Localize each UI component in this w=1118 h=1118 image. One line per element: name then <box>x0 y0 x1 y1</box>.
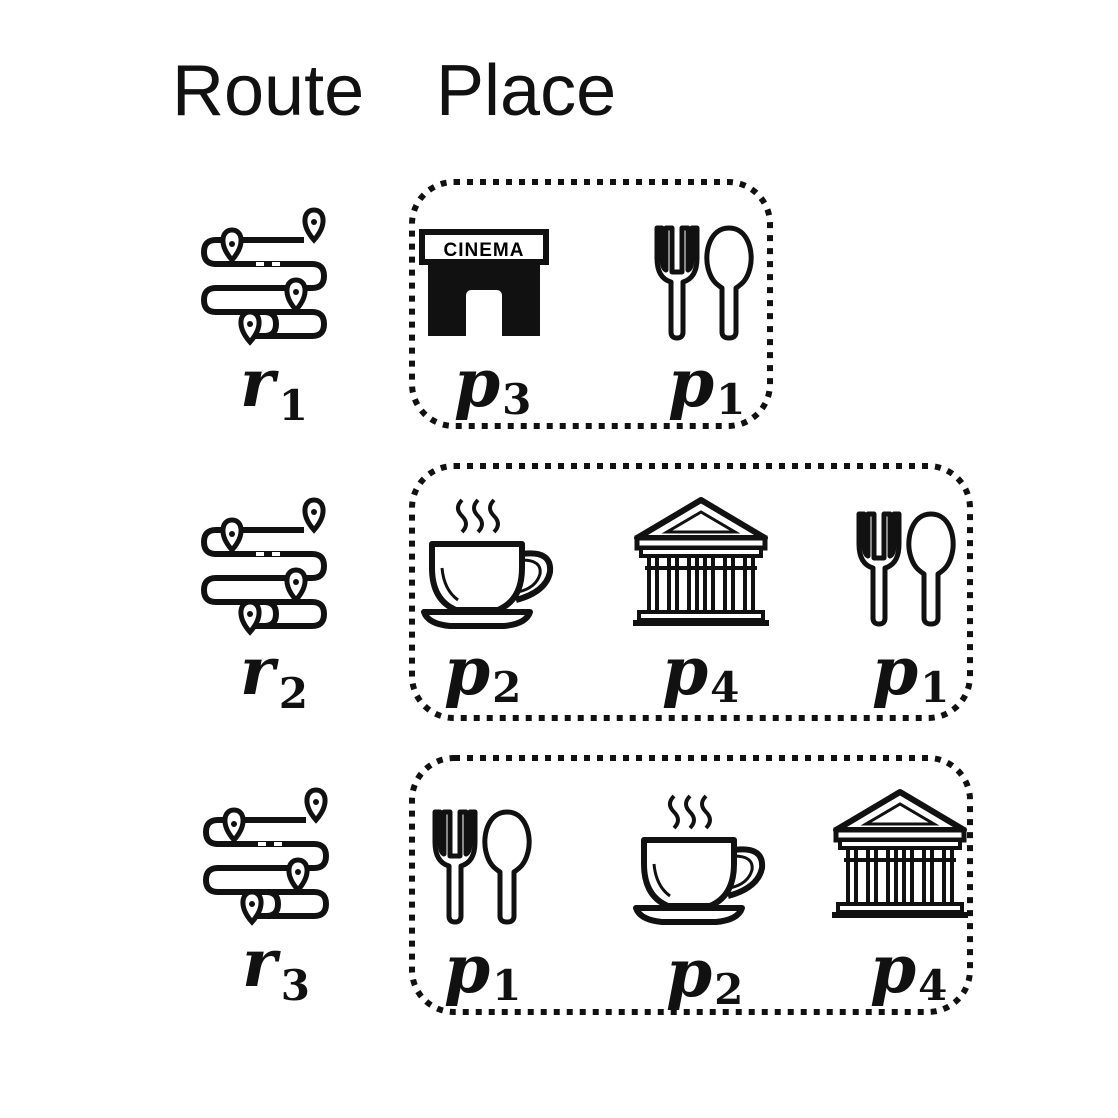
coffee-cup-icon <box>424 500 550 626</box>
fork-spoon-icon <box>435 812 529 922</box>
place-group-box-3 <box>409 755 973 1015</box>
place-label-r2-p2: p2 <box>444 632 521 712</box>
cinema-icon: CINEMA <box>422 232 546 336</box>
place-label-r3-p1: p1 <box>444 930 521 1010</box>
route-label-r2: r2 <box>240 632 308 718</box>
route-label-r1: r1 <box>240 344 308 430</box>
route-icon-r3 <box>206 790 326 922</box>
route-label-r3: r3 <box>242 924 310 1010</box>
place-group-box-1 <box>409 179 773 429</box>
museum-icon <box>832 792 968 918</box>
place-label-r3-p2: p2 <box>666 934 743 1014</box>
place-label-r1-p3: p3 <box>454 344 531 424</box>
svg-text:CINEMA: CINEMA <box>444 240 525 261</box>
place-column-header: Place <box>436 51 616 131</box>
place-label-r3-p4: p4 <box>870 930 947 1010</box>
place-label-r2-p1: p1 <box>872 632 949 712</box>
place-group-box-2 <box>409 463 973 721</box>
coffee-cup-icon <box>636 796 762 922</box>
route-icon-r1 <box>204 210 324 342</box>
fork-spoon-icon <box>657 228 751 338</box>
route-icon-r2 <box>204 500 324 632</box>
place-label-r1-p1: p1 <box>668 344 745 424</box>
museum-icon <box>633 500 769 626</box>
fork-spoon-icon <box>859 514 953 624</box>
route-column-header: Route <box>172 51 364 131</box>
place-label-r2-p4: p4 <box>662 632 739 712</box>
